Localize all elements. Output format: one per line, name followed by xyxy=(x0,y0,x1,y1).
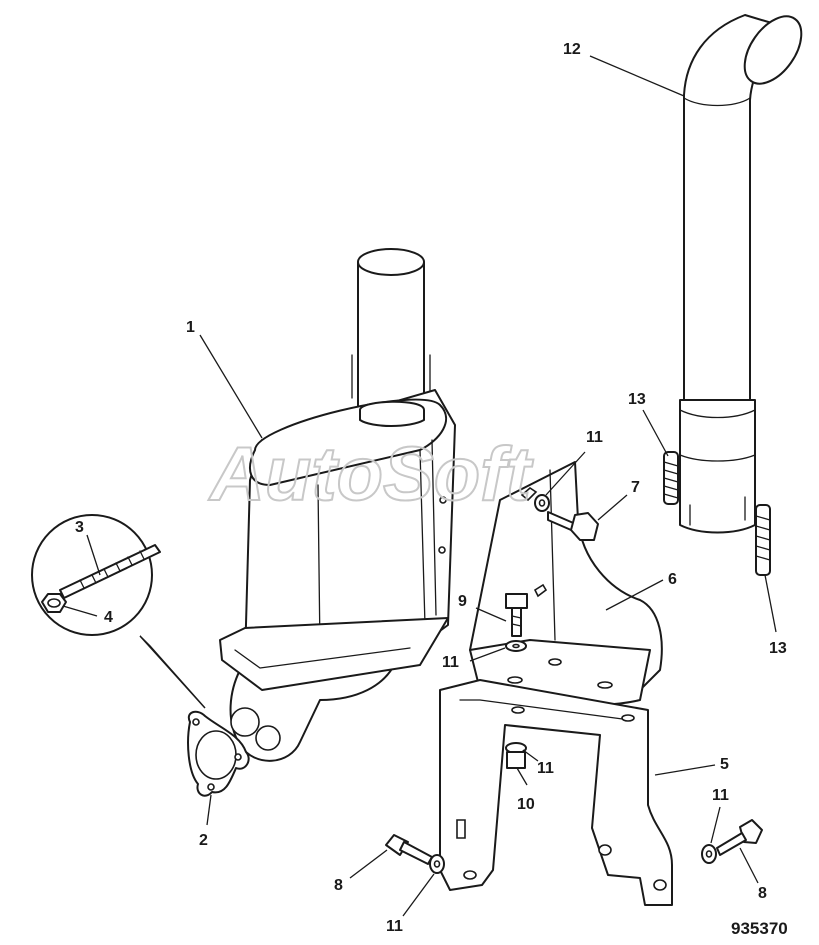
leader-lines xyxy=(62,55,777,917)
callout-6: 6 xyxy=(668,571,677,588)
bolt-7 xyxy=(547,511,599,541)
callout-11-mid: 11 xyxy=(442,654,459,671)
callout-13-lower: 13 xyxy=(769,640,787,657)
gasket xyxy=(187,710,250,797)
detail-inset xyxy=(31,514,206,709)
spring-right xyxy=(755,504,771,576)
callout-5: 5 xyxy=(720,756,729,773)
callout-8-left: 8 xyxy=(334,877,343,894)
callout-2: 2 xyxy=(199,832,208,849)
washer-11-upper xyxy=(534,494,550,512)
tail-pipe xyxy=(679,14,803,534)
silencer xyxy=(219,248,456,762)
callout-3: 3 xyxy=(75,519,84,536)
washer-11-right xyxy=(701,844,717,864)
callout-11-upper: 11 xyxy=(586,429,603,446)
washer-11-left xyxy=(429,854,445,874)
callout-11-lower-left: 11 xyxy=(386,918,403,935)
callout-1: 1 xyxy=(186,319,195,336)
watermark: AutoSoft xyxy=(208,432,533,517)
spring-left xyxy=(663,451,679,505)
callout-labels: 1 2 3 4 5 6 7 8 8 9 10 11 11 11 11 11 12… xyxy=(75,41,787,935)
lower-bracket xyxy=(439,679,673,906)
callout-4: 4 xyxy=(104,609,113,626)
nut-10 xyxy=(505,742,527,769)
callout-10: 10 xyxy=(517,796,535,813)
callout-9: 9 xyxy=(458,593,467,610)
callout-12: 12 xyxy=(563,41,581,58)
document-number: 935370 xyxy=(731,919,788,938)
bolt-8-left xyxy=(385,834,433,865)
callout-7: 7 xyxy=(631,479,640,496)
callout-8-right: 8 xyxy=(758,885,767,902)
washer-11-mid xyxy=(505,640,527,652)
callout-11-nut: 11 xyxy=(537,760,554,777)
callout-13-upper: 13 xyxy=(628,391,646,408)
callout-11-right: 11 xyxy=(712,787,729,804)
bolt-8-right xyxy=(716,819,763,856)
bolt-9 xyxy=(505,593,528,637)
